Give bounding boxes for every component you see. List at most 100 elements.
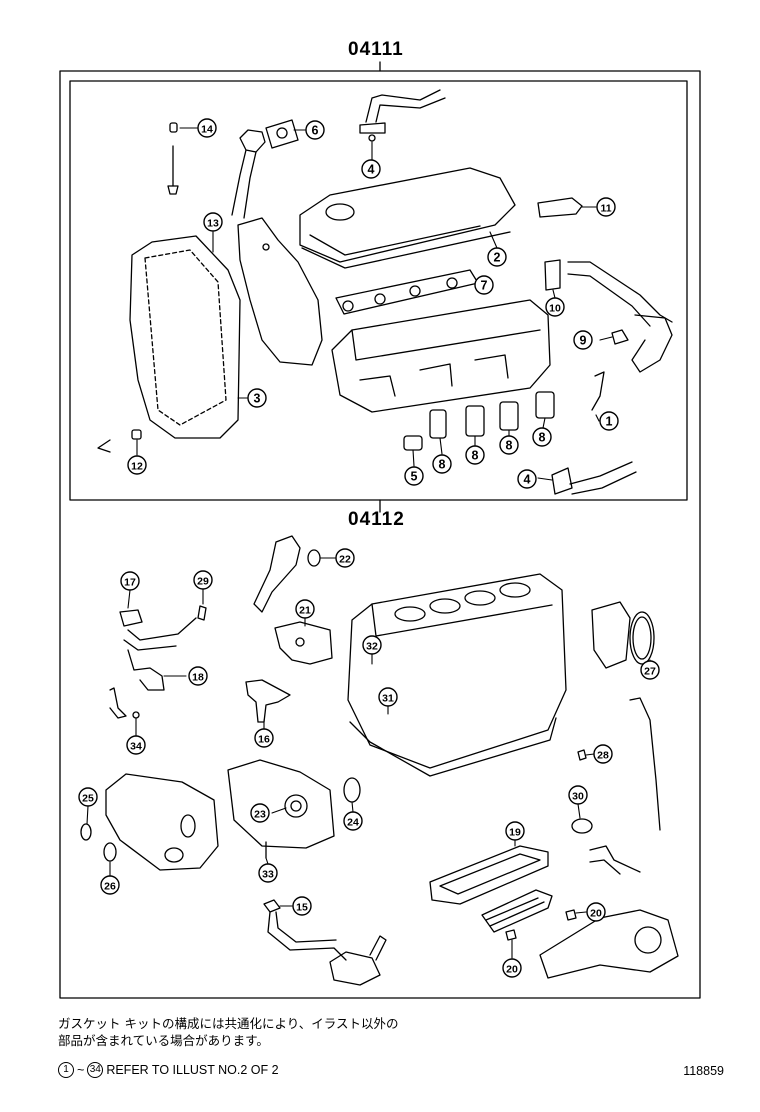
callout-20: 20 — [586, 902, 606, 922]
callout-circle — [193, 570, 213, 590]
callout-15: 15 — [292, 896, 312, 916]
upper-section-frame — [69, 80, 688, 501]
callout-number: 10 — [549, 303, 561, 315]
callout-circle — [599, 411, 619, 431]
callout-number: 29 — [197, 576, 209, 588]
callout-number: 8 — [506, 439, 513, 453]
callout-number: 4 — [368, 163, 375, 177]
callout-number: 16 — [258, 734, 270, 746]
callout-circle — [343, 811, 363, 831]
callout-2: 2 — [487, 247, 507, 267]
callout-circle — [502, 958, 522, 978]
callout-circle — [640, 660, 660, 680]
callout-8: 8 — [499, 435, 519, 455]
callout-number: 13 — [207, 218, 219, 230]
callout-number: 21 — [299, 605, 311, 617]
callout-8: 8 — [532, 427, 552, 447]
callout-number: 8 — [472, 449, 479, 463]
callout-circle — [254, 728, 274, 748]
upper-engine-parts — [97, 89, 673, 495]
callout-17: 17 — [120, 571, 140, 591]
callout-circle — [596, 197, 616, 217]
callout-number: 14 — [201, 124, 213, 136]
callout-circle — [586, 902, 606, 922]
callout-number: 9 — [580, 334, 587, 348]
callout-18: 18 — [188, 666, 208, 686]
callout-number: 11 — [600, 203, 611, 215]
callout-25: 25 — [78, 787, 98, 807]
callout-circle — [378, 687, 398, 707]
callout-number: 17 — [124, 577, 136, 589]
lower-engine-parts — [80, 535, 679, 986]
callout-21: 21 — [295, 599, 315, 619]
callout-number: 28 — [597, 750, 609, 762]
callout-number: 2 — [494, 251, 501, 265]
callout-circle — [517, 469, 537, 489]
callout-31: 31 — [378, 687, 398, 707]
callout-7: 7 — [474, 275, 494, 295]
callout-circle — [545, 297, 565, 317]
callout-19: 19 — [505, 821, 525, 841]
callout-number: 31 — [382, 693, 394, 705]
callout-8: 8 — [465, 445, 485, 465]
callout-circle — [203, 212, 223, 232]
callout-number: 5 — [411, 470, 418, 484]
callout-33: 33 — [258, 863, 278, 883]
callout-circle — [499, 435, 519, 455]
callout-number: 18 — [192, 672, 204, 684]
callout-circle — [258, 863, 278, 883]
callout-circle — [247, 388, 267, 408]
callout-26: 26 — [100, 875, 120, 895]
callout-number: 15 — [296, 902, 308, 914]
callout-number: 8 — [539, 431, 546, 445]
callout-circle — [404, 466, 424, 486]
callout-number: 27 — [644, 666, 656, 678]
callout-32: 32 — [362, 635, 382, 655]
callout-number: 22 — [339, 554, 351, 566]
callout-34: 34 — [126, 735, 146, 755]
callout-22: 22 — [335, 548, 355, 568]
callout-number: 6 — [312, 124, 319, 138]
callout-circle — [593, 744, 613, 764]
callout-14: 14 — [197, 118, 217, 138]
callout-number: 1 — [606, 415, 613, 429]
ref-start-marker: 1 — [58, 1062, 74, 1078]
callout-number: 34 — [130, 741, 142, 753]
callout-16: 16 — [254, 728, 274, 748]
callout-number: 12 — [131, 461, 143, 473]
callout-number: 23 — [254, 809, 266, 821]
callout-circle — [568, 785, 588, 805]
illustration-number: 118859 — [683, 1064, 724, 1078]
callout-number: 32 — [366, 641, 378, 653]
callout-circle — [573, 330, 593, 350]
callout-circle — [532, 427, 552, 447]
callout-circle — [465, 445, 485, 465]
callout-9: 9 — [573, 330, 593, 350]
callout-circle — [362, 635, 382, 655]
callout-circle — [120, 571, 140, 591]
reference-line: 1 ~ 34 REFER TO ILLUST NO.2 OF 2 — [58, 1062, 279, 1078]
callout-1: 1 — [599, 411, 619, 431]
callout-circle — [361, 159, 381, 179]
callout-number: 25 — [82, 793, 94, 805]
callout-circle — [100, 875, 120, 895]
callout-circle — [188, 666, 208, 686]
callout-23: 23 — [250, 803, 270, 823]
callout-24: 24 — [343, 811, 363, 831]
note-line-1: ガスケット キットの構成には共通化により、イラスト以外の — [58, 1016, 399, 1031]
callout-number: 30 — [572, 791, 584, 803]
callout-number: 8 — [439, 458, 446, 472]
callout-circle — [78, 787, 98, 807]
callout-circle — [432, 454, 452, 474]
callout-13: 13 — [203, 212, 223, 232]
callout-circle — [505, 821, 525, 841]
callout-number: 33 — [262, 869, 274, 881]
note-line-2: 部品が含まれている場合があります。 — [58, 1033, 269, 1048]
callout-29: 29 — [193, 570, 213, 590]
callout-number: 3 — [254, 392, 261, 406]
ref-end-marker: 34 — [87, 1062, 104, 1078]
callout-number: 26 — [104, 881, 116, 893]
callout-circle — [127, 455, 147, 475]
